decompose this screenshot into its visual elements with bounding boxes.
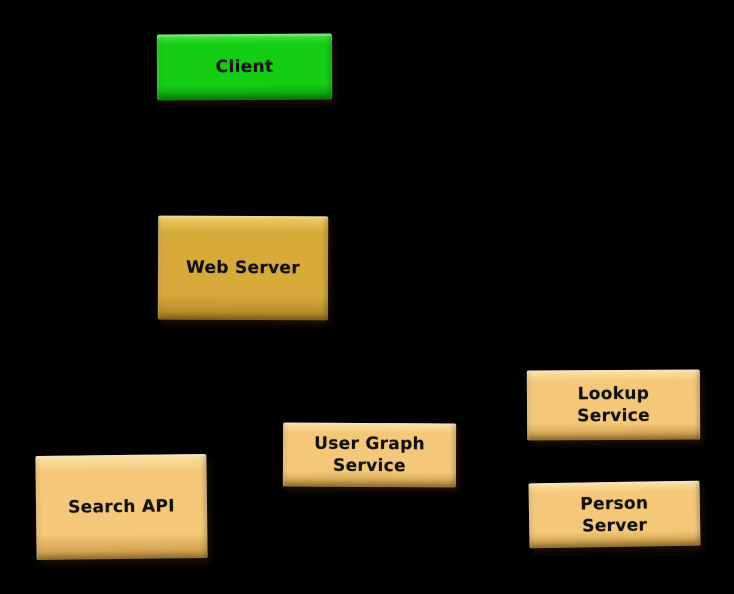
node-label: Search API <box>68 495 175 518</box>
node-label-line: Web Server <box>185 257 300 279</box>
node-user-graph-service[interactable]: User Graph Service <box>282 422 457 488</box>
node-label-line: Client <box>215 56 274 78</box>
node-label: Client <box>216 56 274 78</box>
node-label-line: Search API <box>68 496 175 518</box>
node-lookup-service[interactable]: Lookup Service <box>526 369 701 441</box>
node-person-server[interactable]: Person Server <box>528 480 701 549</box>
node-label-line: User Graph <box>314 433 426 455</box>
node-label: Person Server <box>580 492 649 537</box>
node-web-server[interactable]: Web Server <box>157 215 329 321</box>
node-label-line: Service <box>577 405 651 427</box>
node-label: Web Server <box>186 257 300 279</box>
node-label: Lookup Service <box>577 383 650 427</box>
node-search-api[interactable]: Search API <box>35 453 208 561</box>
node-label-line: Service <box>332 455 406 477</box>
node-client[interactable]: Client <box>156 33 333 101</box>
node-label: User Graph Service <box>314 433 425 478</box>
node-label-line: Person <box>580 492 649 515</box>
node-label-line: Server <box>582 514 648 537</box>
node-label-line: Lookup <box>577 383 650 405</box>
